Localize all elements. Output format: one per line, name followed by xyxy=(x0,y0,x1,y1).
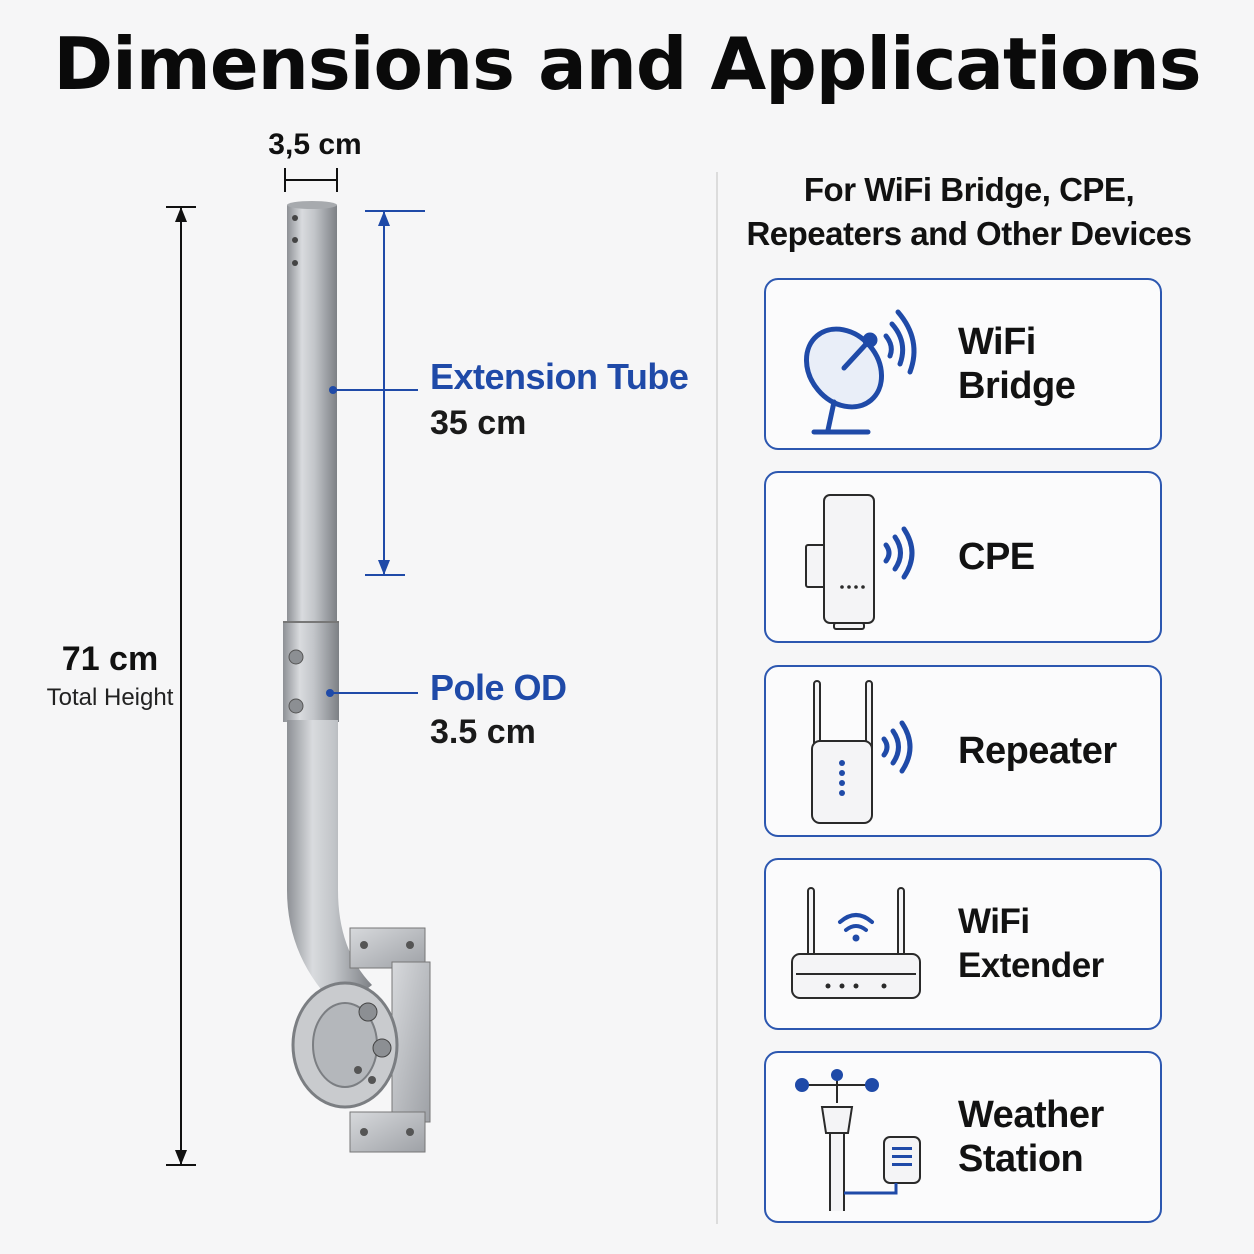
applications-heading: For WiFi Bridge, CPE, Repeaters and Othe… xyxy=(730,168,1208,256)
application-card-wifi-extender: WiFi Extender xyxy=(764,858,1162,1030)
repeater-icon xyxy=(811,680,913,824)
application-card-repeater: Repeater xyxy=(764,665,1162,837)
extension-dimension-line xyxy=(365,210,425,576)
top-width-label: 3,5 cm xyxy=(268,128,362,161)
pole-mount-illustration xyxy=(166,168,431,1166)
application-card-cpe: CPE xyxy=(764,471,1162,643)
pole-tube xyxy=(283,201,372,1010)
weather-station-icon xyxy=(795,1069,921,1211)
application-label-wifi-extender: WiFi Extender xyxy=(958,902,1104,985)
total-height-dimension-line xyxy=(166,206,196,1166)
application-label-repeater: Repeater xyxy=(958,730,1117,772)
section-divider xyxy=(716,172,718,1224)
application-label-wifi-bridge: WiFi Bridge xyxy=(958,321,1076,407)
extension-tube-title: Extension Tube xyxy=(430,356,689,397)
application-label-cpe: CPE xyxy=(958,536,1035,578)
application-card-wifi-bridge: WiFi Bridge xyxy=(764,278,1162,450)
application-card-weather-station: Weather Station xyxy=(764,1051,1162,1223)
pole-od-title: Pole OD xyxy=(430,667,567,708)
wall-bracket xyxy=(291,927,431,1153)
top-width-dimension-line xyxy=(284,168,338,192)
applications-heading-line2: Repeaters and Other Devices xyxy=(746,215,1192,252)
total-height-label: Total Height xyxy=(46,684,174,711)
total-height-value: 71 cm xyxy=(61,640,159,678)
pole-od-value: 3.5 cm xyxy=(430,713,536,751)
pole-od-callout-leader xyxy=(326,689,418,697)
router-icon xyxy=(791,887,921,999)
page-title: Dimensions and Applications xyxy=(53,22,1201,106)
satellite-dish-icon xyxy=(803,309,917,435)
applications-heading-line1: For WiFi Bridge, CPE, xyxy=(803,171,1135,208)
cpe-device-icon xyxy=(805,494,915,630)
extension-callout-leader xyxy=(329,386,418,394)
extension-tube-value: 35 cm xyxy=(430,404,527,442)
application-label-weather-station: Weather Station xyxy=(958,1094,1104,1180)
